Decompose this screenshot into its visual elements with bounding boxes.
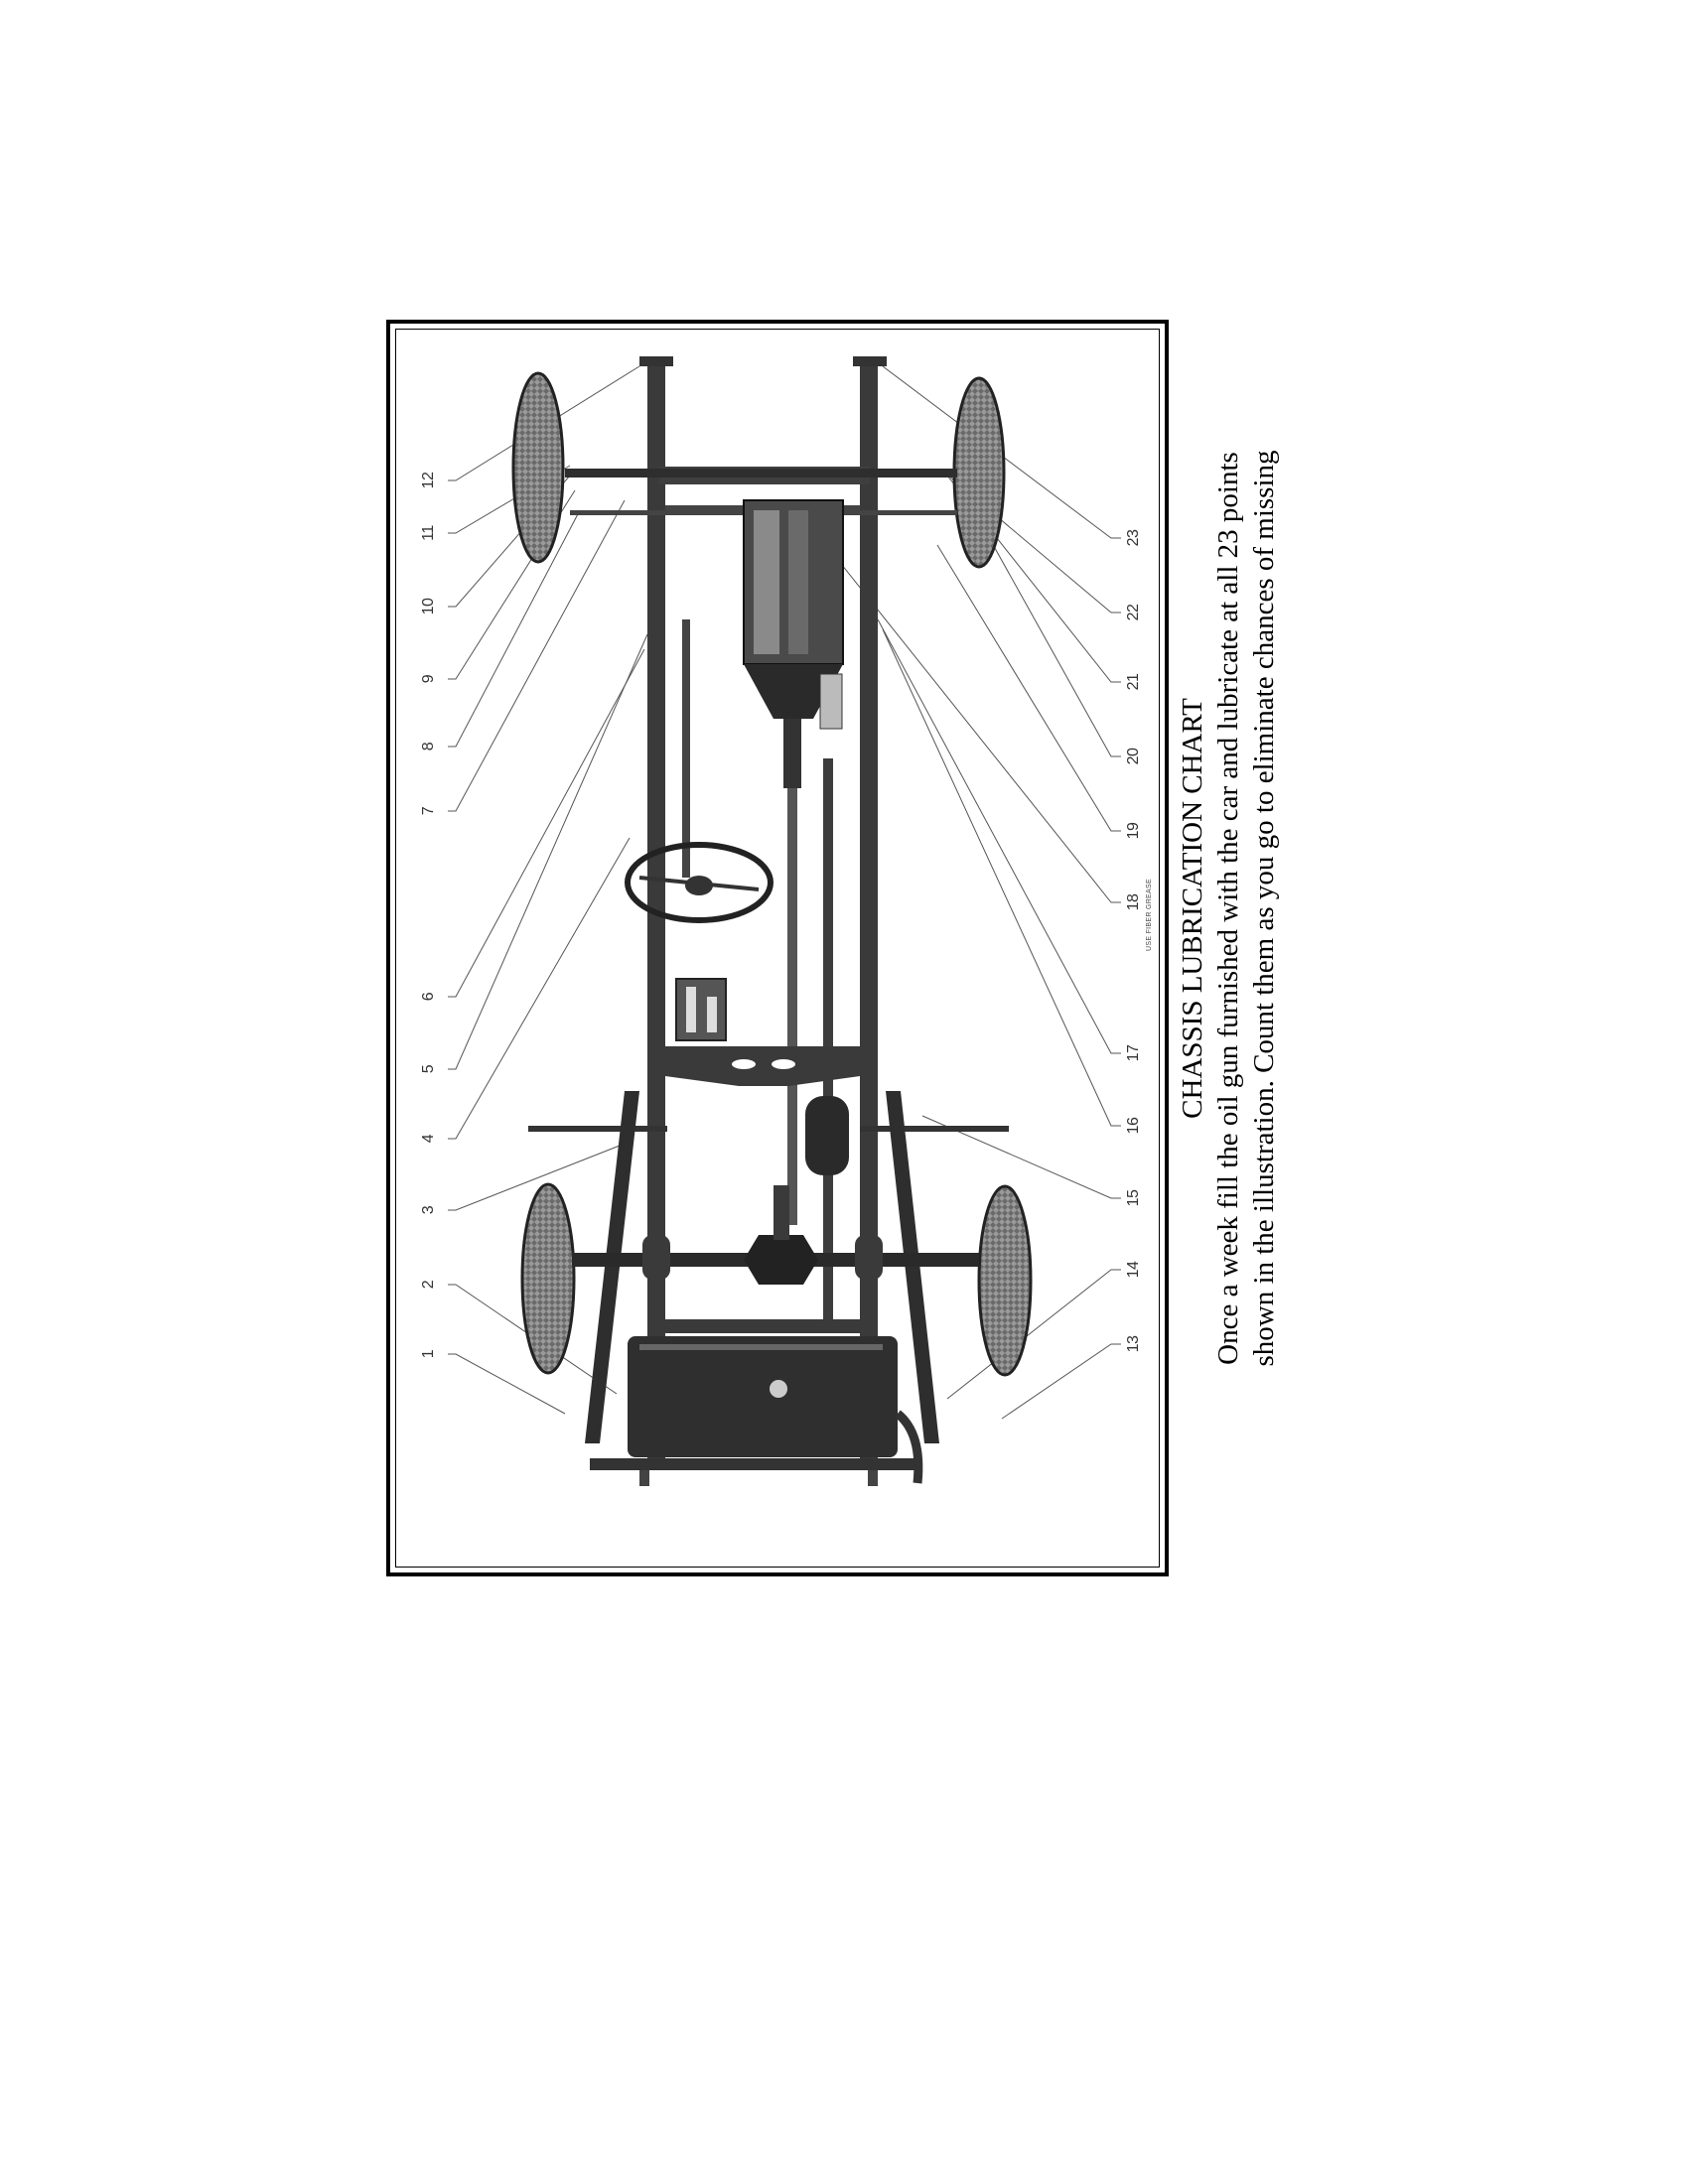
illustration-area: 1 2 3 4 5 6 7 8 9 10 11 12 13 14 15 16 1… — [395, 329, 1160, 1568]
callout-20: 20 — [1125, 748, 1142, 765]
callout-1: 1 — [420, 1349, 437, 1359]
callout-22: 22 — [1125, 604, 1142, 621]
caption-title: CHASSIS LUBRICATION CHART — [1177, 698, 1208, 1119]
illustration-frame: 1 2 3 4 5 6 7 8 9 10 11 12 13 14 15 16 1… — [386, 320, 1169, 1576]
figure-caption: CHASSIS LUBRICATION CHART Once a week fi… — [1175, 362, 1282, 1454]
callout-15: 15 — [1125, 1189, 1142, 1207]
caption-line-1: Once a week fill the oil gun furnished w… — [1212, 452, 1244, 1365]
grease-note: USE FIBER GREASE — [1145, 879, 1153, 951]
callout-14: 14 — [1125, 1261, 1142, 1279]
callout-10: 10 — [420, 598, 437, 615]
caption-line-2: shown in the illustration. Count them as… — [1248, 450, 1280, 1367]
callout-9: 9 — [420, 674, 437, 684]
callout-18: 18 — [1125, 893, 1142, 911]
chassis-illustration — [448, 356, 1121, 1486]
callout-16: 16 — [1125, 1117, 1142, 1135]
leader-lines-left — [448, 365, 648, 1415]
callout-21: 21 — [1125, 673, 1142, 691]
callout-23: 23 — [1125, 529, 1142, 547]
callout-19: 19 — [1125, 822, 1142, 840]
callout-4: 4 — [420, 1134, 437, 1144]
callout-5: 5 — [420, 1064, 437, 1074]
callout-2: 2 — [420, 1280, 437, 1290]
callout-11: 11 — [420, 525, 437, 541]
callout-17: 17 — [1125, 1044, 1142, 1062]
callout-7: 7 — [420, 806, 437, 816]
callout-3: 3 — [420, 1205, 437, 1215]
callout-13: 13 — [1125, 1335, 1142, 1353]
callout-6: 6 — [420, 992, 437, 1002]
callout-12: 12 — [420, 472, 437, 489]
callout-8: 8 — [420, 742, 437, 751]
